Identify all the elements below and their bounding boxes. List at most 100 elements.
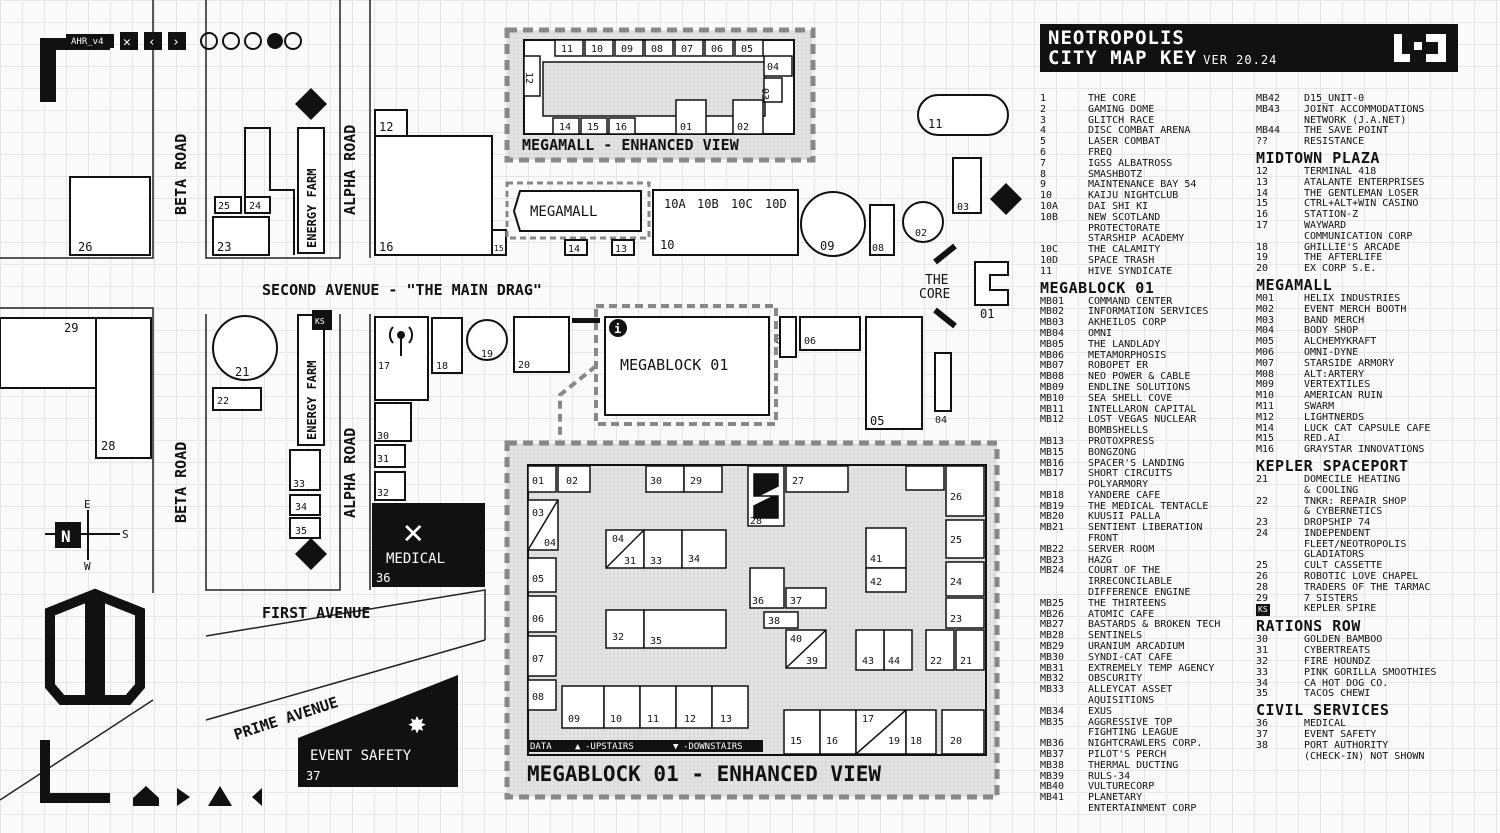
map-key-code: 15 — [1256, 198, 1269, 210]
svg-text:28: 28 — [750, 516, 762, 527]
map-key-location-name: (CHECK-IN) NOT SHOWN — [1304, 750, 1425, 762]
map-key-location-name: FRONT — [1088, 533, 1119, 545]
map-key-code: 35 — [1256, 688, 1269, 700]
svg-text:27: 27 — [792, 476, 804, 487]
map-key-entry: 5 LASER COMBAT — [1040, 136, 1250, 148]
svg-text:23: 23 — [217, 240, 231, 254]
map-key-subtitle: CITY MAP KEY — [1048, 47, 1198, 69]
map-key-code: 5 — [1040, 136, 1047, 148]
map-key-code: MB21 — [1040, 522, 1065, 534]
map-key-code: M07 — [1256, 357, 1275, 369]
map-key-location-name: GAMING DOME — [1088, 103, 1155, 115]
megablock-unit-numbers: 01 02 03 04 05 06 07 08 09 10 11 12 13 1… — [532, 476, 972, 747]
map-key-location-name: OMNI-DYNE — [1304, 346, 1359, 358]
svg-text:26: 26 — [950, 492, 962, 503]
map-key-code: 37 — [1256, 729, 1269, 741]
map-key-code: MB30 — [1040, 651, 1065, 663]
street-alpha-road-south: ALPHA ROAD — [341, 428, 359, 518]
svg-text:MEGABLOCK 01: MEGABLOCK 01 — [620, 356, 728, 374]
svg-text:09: 09 — [820, 239, 834, 253]
map-key-code: 14 — [1256, 187, 1269, 199]
megablock-stair-lines — [527, 473, 907, 755]
map-key-location-name: INFORMATION SERVICES — [1088, 306, 1209, 318]
svg-text:01: 01 — [980, 307, 994, 321]
svg-text:38: 38 — [768, 616, 780, 627]
map-key-location-name: ROBOPET ER — [1088, 360, 1149, 372]
map-key-location-name: COMMUNICATION CORP — [1304, 230, 1413, 242]
svg-text:25: 25 — [950, 535, 962, 546]
map-key-code: 8 — [1040, 168, 1047, 180]
map-key-location-name: TERMINAL 418 — [1304, 165, 1377, 177]
map-key-code — [1256, 540, 1304, 551]
map-key-code: MB37 — [1040, 749, 1065, 761]
map-key-location-name: JOINT ACCOMMODATIONS — [1304, 103, 1425, 115]
map-key-code: MB35 — [1040, 716, 1065, 728]
svg-text:22: 22 — [930, 656, 942, 667]
map-key-code: MB15 — [1040, 446, 1065, 458]
map-key-section-heading: CIVIL SERVICES — [1256, 701, 1390, 720]
map-key-code: MB20 — [1040, 511, 1065, 523]
map-key-location-name: LASER COMBAT — [1088, 136, 1161, 148]
map-key-code: M05 — [1256, 336, 1275, 348]
map-key-entry: & CYBERNETICS — [1256, 506, 1496, 518]
svg-text:›: › — [172, 35, 180, 50]
map-key-entry: MB07 ROBOPET ER — [1040, 361, 1250, 372]
map-key-entry: ??RESISTANCE — [1256, 136, 1496, 148]
map-key-entry: IRRECONCILABLE — [1040, 576, 1250, 588]
map-key-code: ?? — [1256, 136, 1269, 148]
svg-text:10C: 10C — [731, 197, 753, 211]
map-key-location-name: VERTEXTILES — [1304, 379, 1371, 391]
map-key-code: MB28 — [1040, 630, 1065, 642]
map-key-location-name: WAYWARD — [1304, 219, 1347, 231]
map-key-code: MB08 — [1040, 371, 1065, 383]
energy-farm-south: ENERGY FARM — [305, 361, 319, 440]
map-key-location-name: GRAYSTAR INNOVATIONS — [1304, 444, 1425, 456]
map-key-location-name: THE AFTERLIFE — [1304, 252, 1383, 264]
map-key-code: M01 — [1256, 292, 1275, 304]
svg-text:23: 23 — [950, 614, 962, 625]
map-key-code: 16 — [1256, 209, 1269, 221]
map-key-code: 28 — [1256, 581, 1269, 593]
map-key-location-name: FREQ — [1088, 146, 1113, 158]
neotropolis-logo — [40, 588, 145, 803]
map-key-location-name: CA HOT DOG CO. — [1304, 677, 1389, 689]
map-key-location-name: EX CORP S.E. — [1304, 263, 1377, 275]
svg-text:S: S — [122, 528, 129, 541]
map-key-code: MB07 — [1040, 360, 1065, 372]
svg-text:37: 37 — [790, 596, 802, 607]
map-key-location-name: DROPSHIP 74 — [1304, 517, 1371, 529]
map-key-entry: FIGHTING LEAGUE — [1040, 728, 1250, 739]
map-key-location-name: CYBERTREATS — [1304, 645, 1371, 657]
map-key-location-name: SPACER'S LANDING — [1088, 457, 1185, 469]
map-key-location-name: STARSIDE ARMORY — [1304, 357, 1395, 369]
megamall-units — [523, 39, 793, 135]
map-key-location-name: DIFFERENCE ENGINE — [1088, 587, 1191, 599]
map-key-location-name: DOMECILE HEATING — [1304, 473, 1401, 485]
svg-text:10B: 10B — [697, 197, 719, 211]
map-key-entry: ENTERTAINMENT CORP — [1040, 803, 1250, 815]
svg-text:06: 06 — [532, 614, 544, 625]
svg-text:02: 02 — [737, 122, 749, 133]
svg-text:08: 08 — [532, 692, 544, 703]
map-key-code: MB33 — [1040, 684, 1065, 696]
svg-text:01: 01 — [532, 476, 544, 487]
